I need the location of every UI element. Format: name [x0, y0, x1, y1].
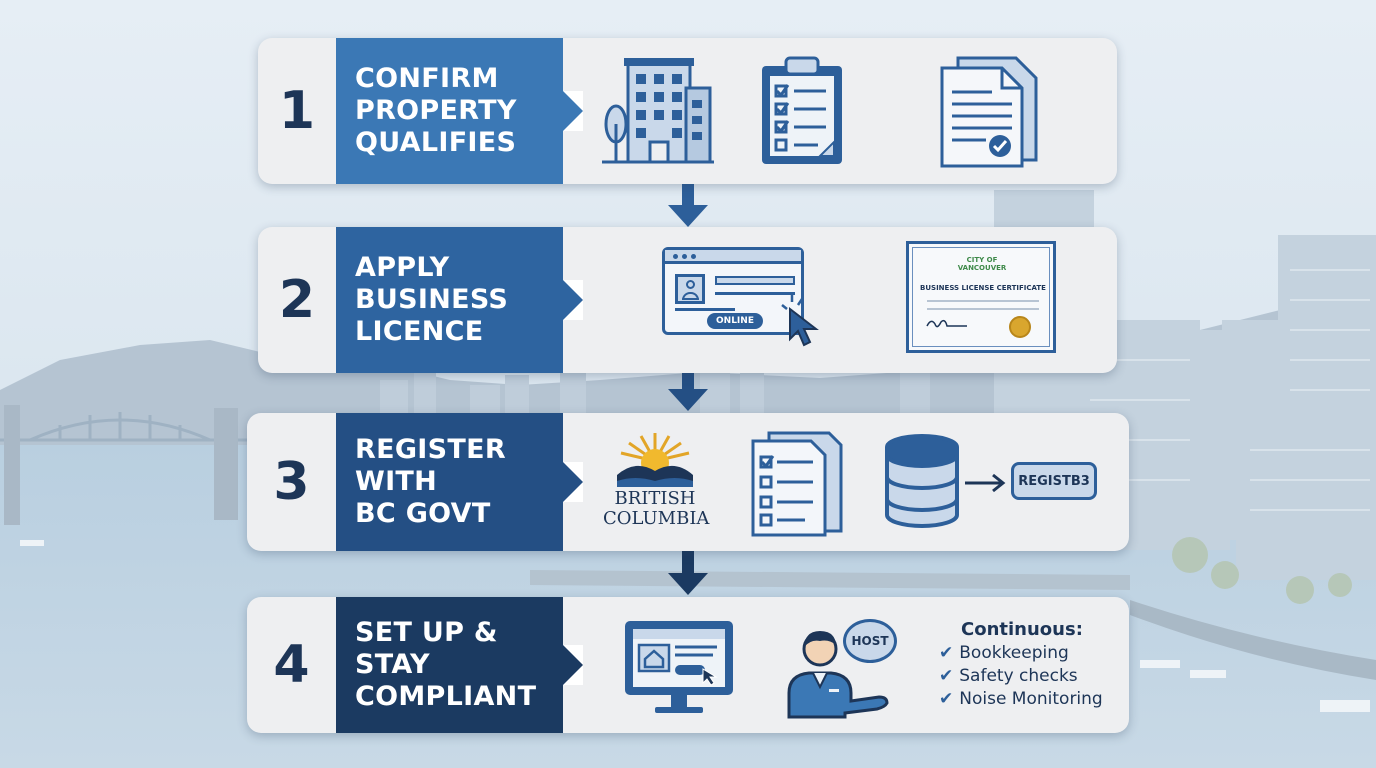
signature-icon — [926, 319, 967, 328]
online-button[interactable]: ONLINE — [707, 313, 763, 329]
continuous-title: Continuous: — [961, 619, 1083, 640]
check-icon: ✔ — [939, 666, 954, 686]
bc-logo-line1: BRITISH — [614, 488, 696, 509]
continuous-item-bookkeeping: ✔Bookkeeping — [939, 643, 1069, 663]
step-3-card: 3 REGISTER WITH BC GOVT BRITISH COLUMBIA — [247, 413, 1129, 551]
step-chevron — [563, 645, 583, 685]
online-application-window-icon: ONLINE — [662, 247, 804, 335]
bc-logo-line2: COLUMBIA — [603, 508, 710, 529]
step-title-text: SET UP & STAY COMPLIANT — [355, 617, 537, 712]
registration-number-icon: REGISTB3 — [1011, 462, 1097, 500]
step-title-text: CONFIRM PROPERTY QUALIFIES — [355, 63, 517, 158]
continuous-item-label: Bookkeeping — [959, 643, 1069, 663]
document-check-icon — [940, 56, 1038, 168]
registration-number-text: REGISTB3 — [1018, 473, 1090, 489]
step-1-card: 1 CONFIRM PROPERTY QUALIFIES — [258, 38, 1117, 184]
business-license-certificate-icon: CITY OF VANCOUVER BUSINESS LICENSE CERTI… — [906, 241, 1056, 353]
step-title-text: REGISTER WITH BC GOVT — [355, 434, 506, 529]
online-button-label: ONLINE — [716, 316, 754, 326]
down-arrow-3-to-4 — [668, 551, 708, 595]
checklist-clipboard-icon — [762, 56, 842, 164]
step-number: 4 — [273, 635, 310, 695]
step-number: 3 — [273, 452, 310, 512]
step-chevron — [563, 462, 583, 502]
host-bubble-text: HOST — [851, 634, 889, 648]
certificate-title: BUSINESS LICENSE CERTIFICATE — [920, 284, 1046, 292]
step-chevron — [563, 91, 583, 131]
check-icon: ✔ — [939, 643, 954, 663]
host-speech-bubble: HOST — [843, 619, 897, 663]
down-arrow-2-to-3 — [668, 367, 708, 411]
gold-seal-icon — [1009, 316, 1031, 338]
mouse-cursor-icon — [781, 295, 819, 347]
step-4-card: 4 SET UP & STAY COMPLIANT HOST Continuou… — [247, 597, 1129, 733]
british-columbia-logo: BRITISH COLUMBIA — [603, 431, 710, 531]
step-number: 2 — [278, 270, 316, 330]
step-chevron — [563, 280, 583, 320]
step-title: CONFIRM PROPERTY QUALIFIES — [336, 38, 583, 184]
checklist-form-icon — [751, 431, 843, 537]
user-avatar-icon — [675, 274, 705, 304]
down-arrow-1-to-2 — [668, 183, 708, 227]
continuous-item-label: Safety checks — [959, 666, 1078, 686]
continuous-item-safety-checks: ✔Safety checks — [939, 666, 1078, 686]
step-title-text: APPLY BUSINESS LICENCE — [355, 252, 509, 347]
database-icon — [885, 434, 959, 528]
continuous-item-label: Noise Monitoring — [959, 689, 1103, 709]
step-number: 1 — [278, 81, 316, 141]
step-2-card: 2 APPLY BUSINESS LICENCE ONLINE CITY OF … — [258, 227, 1117, 373]
website-monitor-icon — [625, 621, 733, 713]
step-title: APPLY BUSINESS LICENCE — [336, 227, 583, 373]
step-title: SET UP & STAY COMPLIANT — [336, 597, 583, 733]
continuous-item-noise-monitoring: ✔Noise Monitoring — [939, 689, 1103, 709]
building-icon — [602, 58, 714, 164]
check-icon: ✔ — [939, 689, 954, 709]
host-person-icon — [787, 631, 889, 719]
step-title: REGISTER WITH BC GOVT — [336, 413, 583, 551]
arrow-right-icon — [965, 473, 1006, 493]
certificate-issuer: CITY OF VANCOUVER — [957, 256, 1007, 272]
